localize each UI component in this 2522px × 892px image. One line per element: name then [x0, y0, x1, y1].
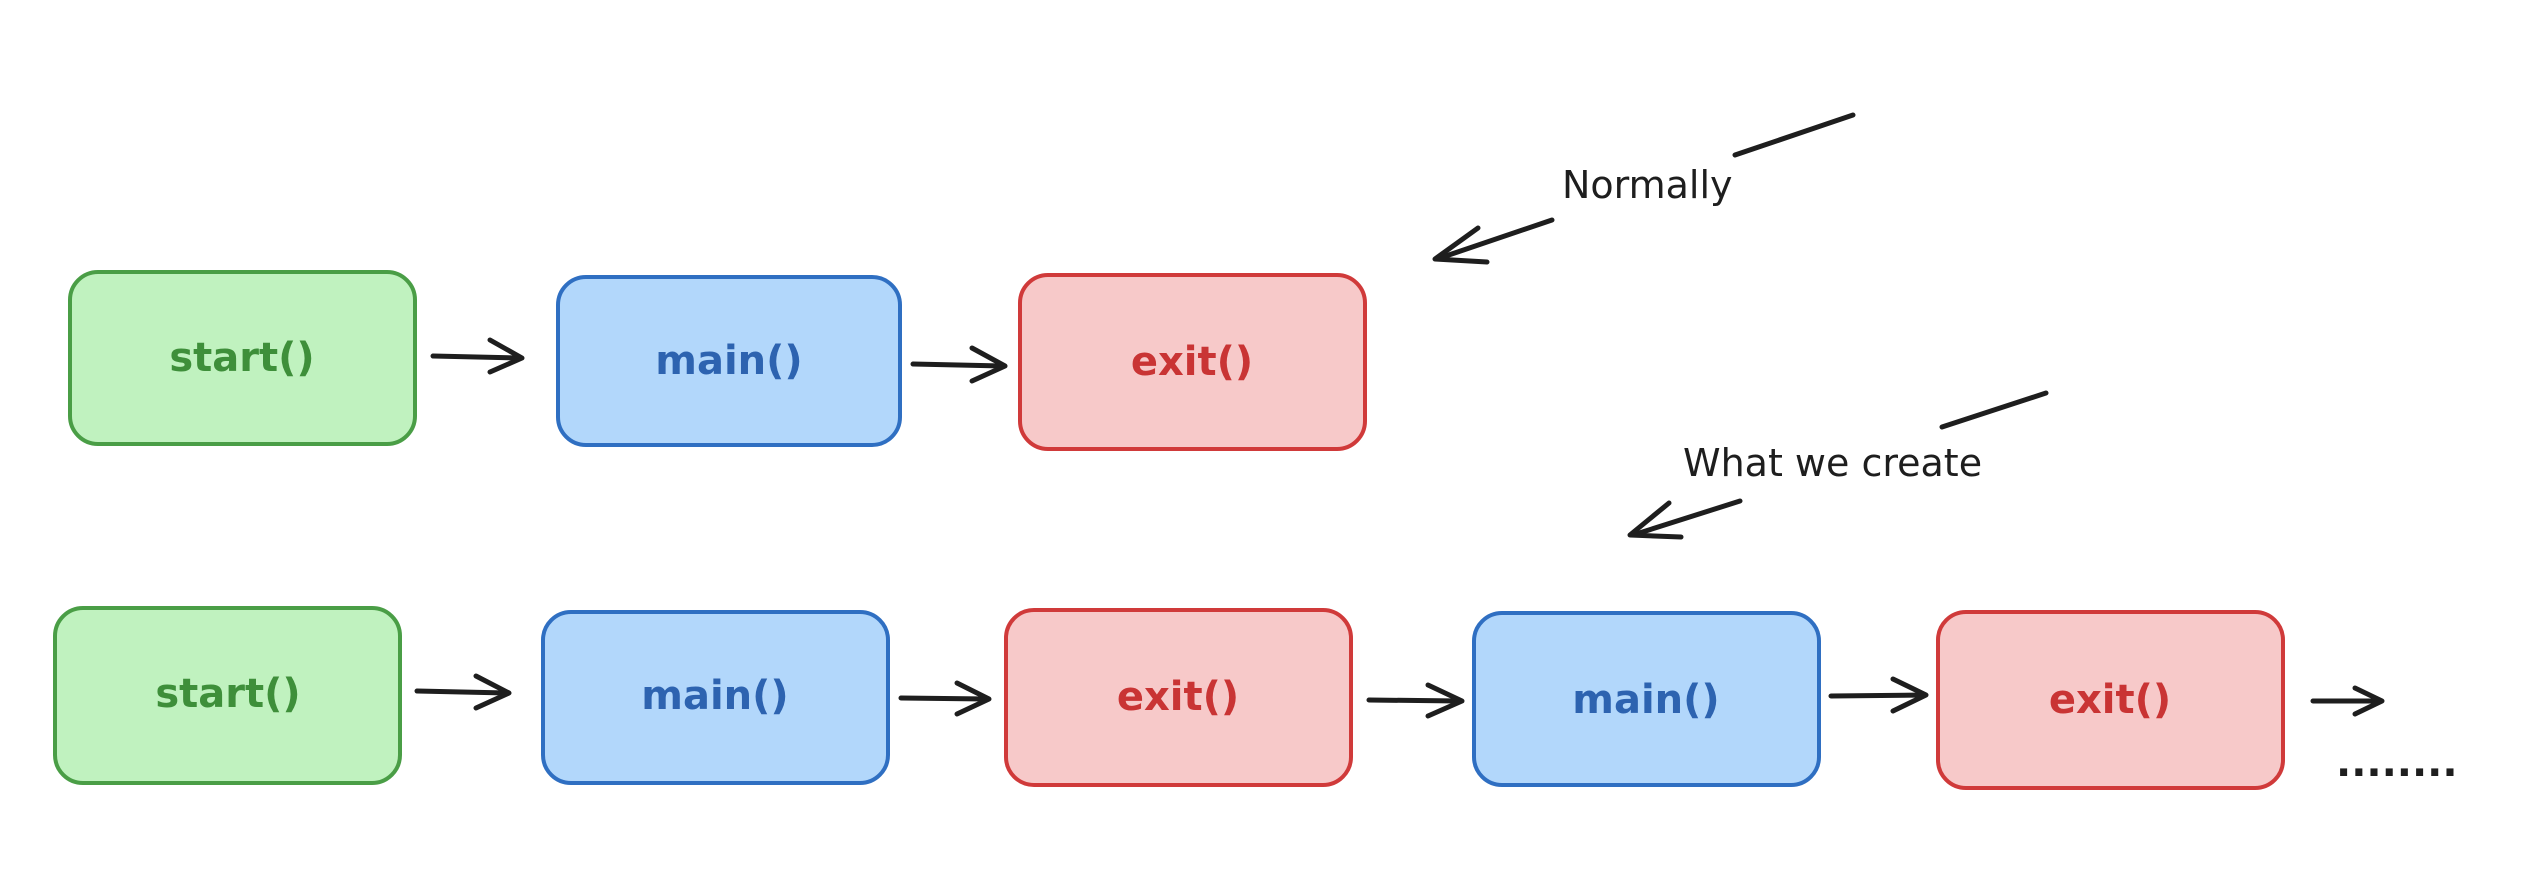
arrow-row2-1: [414, 673, 512, 711]
normally-annotation: Normally: [1562, 163, 1733, 207]
arrow-row2-2: [898, 680, 992, 717]
node-row1-main-box: [556, 275, 902, 447]
node-row2-exit-1: exit(): [1004, 608, 1353, 787]
node-row2-main-1-label: main(): [641, 673, 788, 719]
node-row2-start-label: start(): [155, 671, 300, 717]
arrow-row2-3: [1366, 682, 1465, 719]
arrow-row2-4: [1828, 676, 1929, 714]
what-we-create-pointer-arrow: [1627, 390, 2049, 540]
arrow-row1-1: [430, 337, 525, 375]
node-row2-main-2: main(): [1472, 611, 1821, 787]
node-row2-main-1-box: [541, 610, 890, 785]
node-row2-main-2-label: main(): [1572, 677, 1719, 723]
continuation-ellipsis: ........: [2336, 740, 2458, 786]
node-row1-exit-label: exit(): [1131, 339, 1253, 385]
node-row1-start-label: start(): [169, 335, 314, 381]
node-row2-exit-2: exit(): [1936, 610, 2285, 790]
node-row2-exit-2-label: exit(): [2049, 677, 2171, 723]
node-row2-start-box: [53, 606, 402, 785]
node-row2-exit-2-box: [1936, 610, 2285, 790]
node-row2-exit-1-label: exit(): [1117, 674, 1239, 720]
node-row1-main-label: main(): [655, 338, 802, 384]
arrow-row2-5: [2310, 685, 2385, 717]
node-row1-exit-box: [1018, 273, 1367, 451]
node-row2-main-2-box: [1472, 611, 1821, 787]
what-we-create-annotation: What we create: [1683, 441, 1982, 485]
node-row1-exit: exit(): [1018, 273, 1367, 451]
normally-pointer-arrow: [1432, 112, 1856, 265]
node-row2-main-1: main(): [541, 610, 890, 785]
node-row1-start: start(): [68, 270, 417, 446]
arrow-row1-2: [910, 345, 1008, 384]
node-row2-exit-1-box: [1004, 608, 1353, 787]
node-row1-start-box: [68, 270, 417, 446]
node-row2-start: start(): [53, 606, 402, 785]
node-row1-main: main(): [556, 275, 902, 447]
